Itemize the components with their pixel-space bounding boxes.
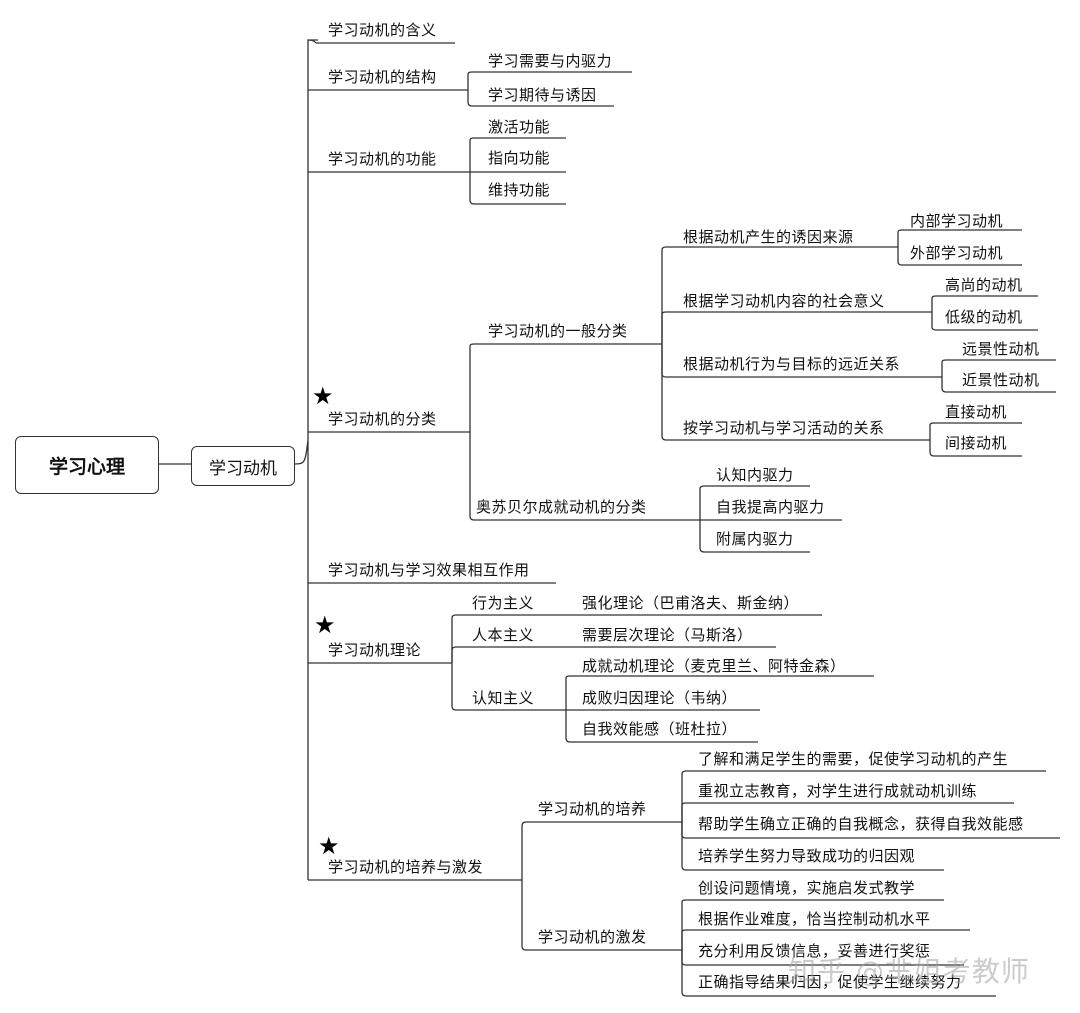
star-icon: ★	[318, 832, 340, 860]
node-interaction: 学习动机与学习效果相互作用	[328, 561, 530, 579]
theory-school: 认知主义	[472, 689, 535, 707]
theory-item: 成败归因理论（韦纳）	[582, 689, 738, 707]
watermark: 知乎 @芈姐考教师	[788, 955, 1030, 988]
node-function: 学习动机的功能	[328, 150, 437, 168]
stimulate-item: 创设问题情境，实施启发式教学	[698, 879, 916, 897]
star-icon: ★	[312, 382, 334, 410]
function-item: 激活功能	[488, 118, 551, 136]
node-cultivate: 学习动机的培养	[538, 800, 647, 818]
class-item: 低级的动机	[945, 308, 1023, 326]
class-by-source: 根据动机产生的诱因来源	[683, 228, 854, 246]
class-item: 外部学习动机	[910, 244, 1004, 262]
class-by-distance: 根据动机行为与目标的远近关系	[683, 355, 901, 373]
main-topic-node: 学习动机	[191, 446, 295, 486]
cultivate-item: 帮助学生确立正确的自我概念，获得自我效能感	[698, 815, 1024, 833]
class-item: 直接动机	[945, 403, 1008, 421]
structure-item: 学习需要与内驱力	[488, 52, 613, 70]
node-classification: 学习动机的分类	[328, 410, 437, 428]
ausubel-item: 认知内驱力	[716, 466, 794, 484]
theory-item: 成就动机理论（麦克里兰、阿特金森）	[582, 657, 846, 675]
theory-item: 需要层次理论（马斯洛）	[582, 626, 753, 644]
class-item: 间接动机	[945, 434, 1008, 452]
class-by-relation: 按学习动机与学习活动的关系	[683, 419, 885, 437]
class-item: 近景性动机	[962, 371, 1040, 389]
class-item: 高尚的动机	[945, 276, 1023, 294]
theory-school: 人本主义	[472, 626, 535, 644]
theory-school: 行为主义	[472, 594, 535, 612]
cultivate-item: 重视立志教育，对学生进行成就动机训练	[698, 782, 978, 800]
stimulate-item: 根据作业难度，恰当控制动机水平	[698, 910, 931, 928]
node-ausubel-classification: 奥苏贝尔成就动机的分类	[476, 498, 647, 516]
structure-item: 学习期待与诱因	[488, 86, 597, 104]
node-theory: 学习动机理论	[328, 641, 422, 659]
root-node: 学习心理	[15, 436, 159, 494]
theory-item: 强化理论（巴甫洛夫、斯金纳）	[582, 594, 800, 612]
node-stimulate: 学习动机的激发	[538, 928, 647, 946]
class-item: 远景性动机	[962, 340, 1040, 358]
star-icon: ★	[314, 611, 336, 639]
node-cultivation: 学习动机的培养与激发	[328, 858, 484, 876]
cultivate-item: 培养学生努力导致成功的归因观	[698, 847, 916, 865]
theory-item: 自我效能感（班杜拉）	[582, 720, 738, 738]
class-by-social: 根据学习动机内容的社会意义	[683, 292, 885, 310]
function-item: 指向功能	[488, 149, 551, 167]
ausubel-item: 自我提高内驱力	[716, 498, 825, 516]
node-meaning: 学习动机的含义	[328, 21, 437, 39]
stimulate-item: 充分利用反馈信息，妥善进行奖惩	[698, 942, 931, 960]
node-general-classification: 学习动机的一般分类	[488, 322, 628, 340]
function-item: 维持功能	[488, 181, 551, 199]
class-item: 内部学习动机	[910, 212, 1004, 230]
stimulate-item: 正确指导结果归因，促使学生继续努力	[698, 973, 962, 991]
cultivate-item: 了解和满足学生的需要，促使学习动机的产生	[698, 750, 1009, 768]
node-structure: 学习动机的结构	[328, 68, 437, 86]
ausubel-item: 附属内驱力	[716, 530, 794, 548]
